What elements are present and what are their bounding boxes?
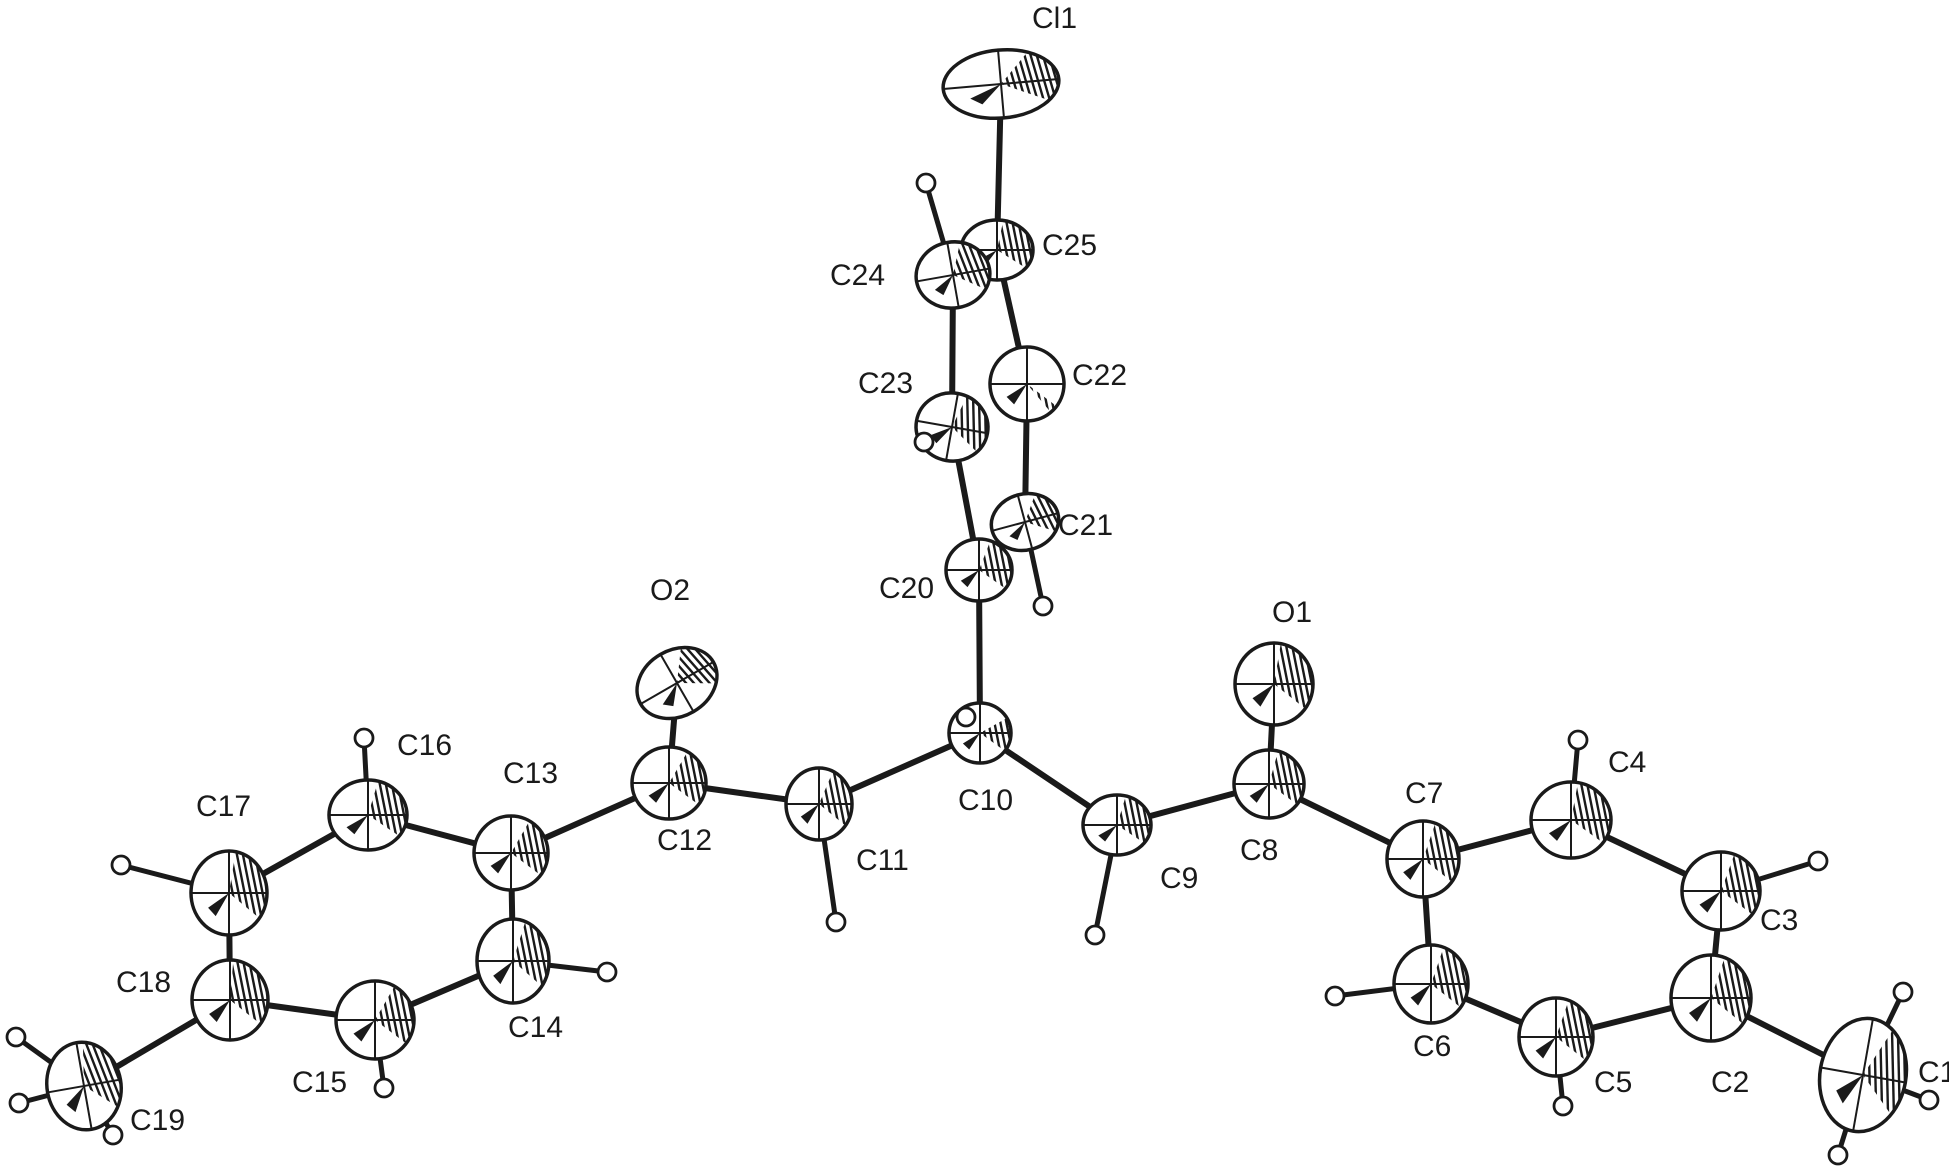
hydrogen-atom: [1567, 729, 1589, 751]
atom-label-c10: C10: [958, 784, 1013, 817]
hydrogen-atom: [110, 854, 132, 876]
atom-c11-ellipsoid: [784, 766, 854, 842]
atom-c12-ellipsoid: [630, 745, 708, 821]
atom-label-o1: O1: [1272, 596, 1312, 629]
hydrogen-atom-layer: [5, 172, 1940, 1166]
atom-label-c21: C21: [1058, 509, 1113, 542]
atom-label-c23: C23: [858, 367, 913, 400]
atom-label-c14: C14: [508, 1011, 563, 1044]
atom-label-c13: C13: [503, 757, 558, 790]
atom-c5-ellipsoid: [1517, 996, 1595, 1078]
hydrogen-atom: [1324, 985, 1346, 1007]
hydrogen-atom: [353, 727, 375, 749]
atom-label-c6: C6: [1413, 1030, 1451, 1063]
atom-label-c7: C7: [1405, 777, 1443, 810]
atom-label-c15: C15: [292, 1066, 347, 1099]
hydrogen-atom: [1827, 1144, 1849, 1166]
hydrogen-atom: [1918, 1089, 1940, 1111]
hydrogen-atom: [102, 1124, 124, 1146]
atom-c14-ellipsoid: [475, 917, 551, 1005]
atom-label-o2: O2: [650, 574, 690, 607]
hydrogen-atom: [825, 911, 847, 933]
atom-c8-ellipsoid: [1232, 748, 1306, 820]
atom-c4-ellipsoid: [1529, 780, 1613, 860]
atom-label-c16: C16: [397, 729, 452, 762]
atom-c9-ellipsoid: [1081, 793, 1153, 857]
hydrogen-atom: [913, 431, 935, 453]
atom-cl1-ellipsoid: [941, 45, 1062, 120]
hydrogen-atom: [955, 706, 977, 728]
atom-label-c25: C25: [1042, 229, 1097, 262]
hydrogen-atom: [596, 961, 618, 983]
atom-label-c1: C1: [1918, 1056, 1949, 1089]
atom-c3-ellipsoid: [1680, 850, 1762, 932]
atom-c2-ellipsoid: [1669, 953, 1753, 1043]
atom-label-c8: C8: [1240, 834, 1278, 867]
atom-c18-ellipsoid: [190, 958, 270, 1042]
atom-label-c12: C12: [657, 824, 712, 857]
atom-c19-ellipsoid: [45, 1036, 129, 1132]
atom-label-c20: C20: [879, 572, 934, 605]
atom-label-c19: C19: [130, 1104, 185, 1137]
atom-label-c24: C24: [830, 259, 885, 292]
atom-label-c18: C18: [116, 966, 171, 999]
atom-label-c5: C5: [1594, 1066, 1632, 1099]
atom-c7-ellipsoid: [1385, 819, 1461, 899]
atom-label-c17: C17: [196, 790, 251, 823]
hydrogen-atom: [373, 1077, 395, 1099]
atom-c16-ellipsoid: [327, 778, 409, 852]
hydrogen-atom: [1084, 924, 1106, 946]
atom-label-c22: C22: [1072, 359, 1127, 392]
atom-label-c11: C11: [856, 844, 909, 877]
atom-label-c3: C3: [1760, 904, 1798, 937]
atom-label-cl1: Cl1: [1032, 2, 1077, 35]
atom-o1-ellipsoid: [1233, 641, 1315, 727]
hydrogen-atom: [8, 1092, 30, 1114]
atom-c6-ellipsoid: [1392, 943, 1470, 1025]
hydrogen-atom: [1892, 981, 1914, 1003]
atom-label-c2: C2: [1711, 1066, 1749, 1099]
hydrogen-atom: [5, 1026, 27, 1048]
atom-c17-ellipsoid: [189, 849, 269, 937]
atom-layer: [45, 45, 1916, 1138]
hydrogen-atom: [915, 172, 937, 194]
hydrogen-atom: [1032, 595, 1054, 617]
atom-label-c9: C9: [1160, 862, 1198, 895]
atom-c22-ellipsoid: [988, 345, 1066, 423]
atom-c20-ellipsoid: [944, 537, 1014, 603]
atom-label-c4: C4: [1608, 746, 1646, 779]
atom-c15-ellipsoid: [334, 979, 416, 1061]
hydrogen-atom: [1807, 850, 1829, 872]
atom-o2-ellipsoid: [635, 633, 730, 721]
hydrogen-atom: [1552, 1095, 1574, 1117]
atom-c13-ellipsoid: [472, 814, 550, 892]
